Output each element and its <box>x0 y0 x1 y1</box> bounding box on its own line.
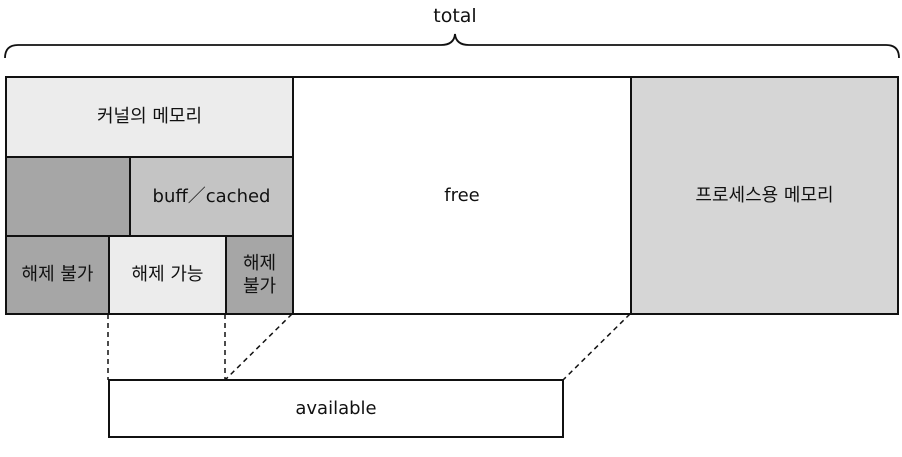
reclaimable-box: 해제 가능 <box>108 235 227 315</box>
reclaimable-label: 해제 가능 <box>131 264 204 286</box>
available-label: available <box>295 397 377 419</box>
free-box: free <box>292 76 632 315</box>
not-reclaimable-right-box: 해제 불가 <box>225 235 294 315</box>
buff-cached-box: buff／cached <box>129 156 294 237</box>
process-memory-box: 프로세스용 메모리 <box>630 76 899 315</box>
free-label: free <box>444 184 480 206</box>
buff-cached-label: buff／cached <box>152 185 271 207</box>
total-label: total <box>433 5 477 27</box>
kernel-memory-label: 커널의 메모리 <box>96 106 203 128</box>
not-reclaimable-left-label: 해제 불가 <box>21 264 94 286</box>
kernel-memory-box: 커널의 메모리 <box>5 76 294 158</box>
not-reclaimable-right-line2: 불가 <box>242 276 277 297</box>
dashed-connector-3 <box>224 313 293 381</box>
total-brace <box>4 33 900 59</box>
kernel-dark-block <box>5 156 131 237</box>
not-reclaimable-right-line1: 해제 <box>242 252 277 274</box>
dashed-connector-4 <box>562 313 631 381</box>
process-memory-label: 프로세스용 메모리 <box>695 184 834 206</box>
available-box: available <box>108 379 564 438</box>
not-reclaimable-left-box: 해제 불가 <box>5 235 110 315</box>
